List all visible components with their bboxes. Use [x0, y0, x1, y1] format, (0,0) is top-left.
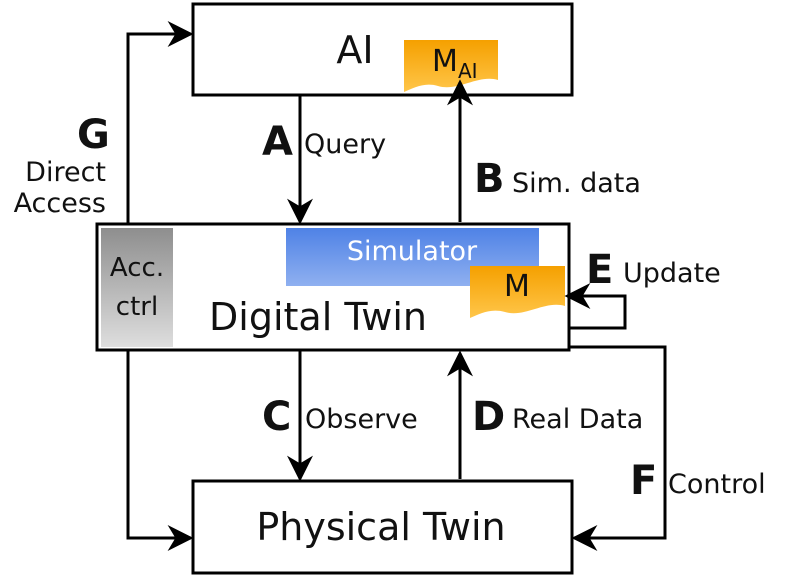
- model-ai-main: M: [432, 44, 458, 79]
- edge-d-letter: D: [472, 394, 505, 440]
- ai-node: AI: [191, 2, 574, 97]
- edge-b-sim-data: B Sim. data: [447, 79, 641, 222]
- model-ai-document: M AI: [404, 40, 498, 92]
- edge-f-letter: F: [630, 458, 657, 504]
- edge-d-real-data: D Real Data: [447, 350, 643, 479]
- edge-e-label: Update: [623, 258, 721, 289]
- edge-a-query: A Query: [262, 96, 386, 225]
- edge-f-label: Control: [668, 469, 766, 500]
- edge-c-letter: C: [262, 394, 291, 440]
- edge-e-letter: E: [586, 247, 613, 293]
- simulator-label: Simulator: [347, 236, 478, 267]
- edge-a-label: Query: [304, 129, 386, 160]
- physical-twin-label: Physical Twin: [256, 505, 505, 549]
- ai-label: AI: [336, 28, 373, 72]
- edge-a-letter: A: [262, 119, 293, 165]
- access-control-line-2: ctrl: [116, 292, 158, 322]
- edge-c-observe: C Observe: [262, 351, 418, 482]
- edge-g-label-line-2: Access: [14, 188, 106, 219]
- edge-g-label-line-1: Direct: [25, 157, 106, 188]
- model-ai-subscript: AI: [458, 59, 478, 83]
- edge-c-label: Observe: [305, 404, 418, 435]
- edge-f-control: F Control: [569, 345, 766, 551]
- edge-g-letter: G: [77, 112, 110, 158]
- physical-twin-node: Physical Twin: [191, 479, 574, 575]
- model-document: M: [470, 266, 565, 318]
- edge-b-letter: B: [474, 156, 505, 202]
- edge-e-update: E Update: [564, 247, 721, 330]
- access-control-line-1: Acc.: [110, 253, 164, 283]
- edge-d-label: Real Data: [512, 404, 643, 435]
- model-label: M: [504, 269, 530, 304]
- digital-twin-label: Digital Twin: [209, 295, 427, 339]
- access-control-block: [101, 228, 173, 347]
- edge-g-direct-access: G Direct Access: [14, 21, 194, 551]
- edge-b-label: Sim. data: [512, 168, 641, 199]
